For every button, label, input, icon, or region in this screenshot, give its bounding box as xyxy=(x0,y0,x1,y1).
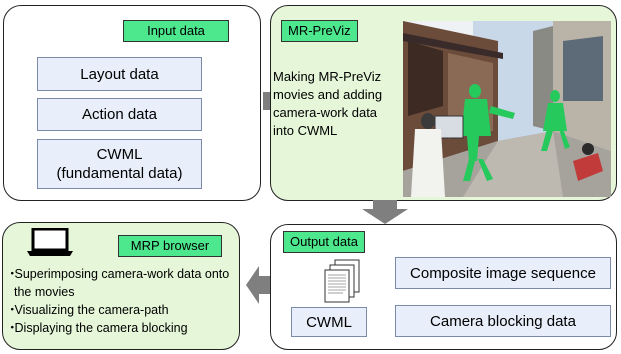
camera-blocking-data-box: Camera blocking data xyxy=(395,305,611,337)
list-item: Displaying the camera blocking xyxy=(6,319,240,337)
cwml-output-box: CWML xyxy=(291,307,367,337)
action-data-box: Action data xyxy=(37,98,202,131)
list-item: Visualizing the camera-path xyxy=(6,301,240,319)
output-data-tag: Output data xyxy=(283,231,365,253)
mr-previz-tag: MR-PreViz xyxy=(281,20,358,42)
arrow-down xyxy=(362,200,408,224)
layout-data-box: Layout data xyxy=(37,57,202,91)
cwml-fundamental-box: CWML (fundamental data) xyxy=(37,139,202,189)
list-item: Superimposing camera-work data onto the … xyxy=(6,265,240,301)
laptop-icon xyxy=(27,228,73,256)
previz-desc-line: into CWML xyxy=(273,123,338,138)
composite-image-sequence-box: Composite image sequence xyxy=(395,257,611,289)
previz-desc-line: movies and adding xyxy=(273,87,383,102)
input-data-panel: Input data Layout data Action data CWML … xyxy=(3,5,261,201)
previz-desc-line: camera-work data xyxy=(273,105,378,120)
mrp-browser-tag: MRP browser xyxy=(118,235,222,257)
previz-desc-line: Making MR-PreViz xyxy=(273,69,382,84)
document-stack-icon xyxy=(324,259,360,303)
input-data-tag: Input data xyxy=(123,20,229,42)
arrow-left xyxy=(246,266,270,304)
cwml-label: CWML xyxy=(96,146,143,163)
mrp-browser-panel: MRP browser Superimposing camera-work da… xyxy=(2,222,240,350)
previz-description: Making MR-PreViz movies and adding camer… xyxy=(273,68,403,140)
cwml-subtitle: (fundamental data) xyxy=(56,165,183,182)
previz-scene-illustration xyxy=(403,21,611,197)
output-data-panel: Output data CWML Composite image sequenc… xyxy=(270,224,617,350)
browser-feature-list: Superimposing camera-work data onto the … xyxy=(6,265,240,337)
mr-previz-panel: MR-PreViz Making MR-PreViz movies and ad… xyxy=(270,5,617,201)
